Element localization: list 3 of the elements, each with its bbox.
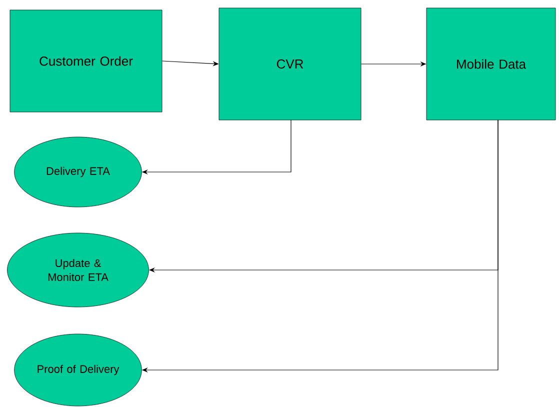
process-box: CVR xyxy=(218,8,362,120)
process-box: Customer Order xyxy=(10,10,162,112)
process-box: Mobile Data xyxy=(426,8,556,120)
